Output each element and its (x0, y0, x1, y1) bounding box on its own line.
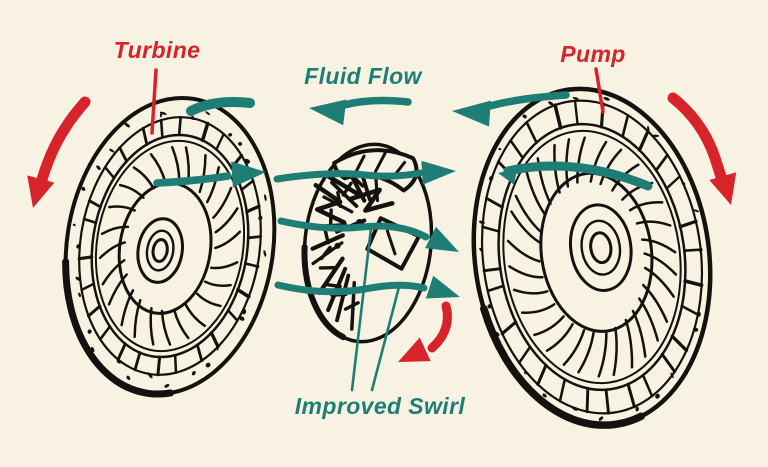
pump-label: Pump (560, 41, 626, 67)
flow-swoosh-onto-turbine (186, 97, 255, 116)
improved-swirl-label: Improved Swirl (295, 393, 466, 419)
turbine-rotation-arrow (27, 96, 91, 208)
turbine-label: Turbine (114, 37, 201, 63)
pump-rotation-arrow (667, 92, 737, 205)
turbine-pointer-line (150, 68, 158, 135)
pointer-lines (150, 67, 605, 392)
fluid-flow-arrow-from-pump (452, 91, 570, 127)
labels: Turbine Fluid Flow Pump Improved Swirl (114, 37, 626, 419)
turbine-exit-flow-arrow (153, 161, 266, 188)
turbine-wheel-illustration (62, 94, 278, 398)
swirl-rotation-arrow (398, 301, 452, 362)
pump-wheel-illustration (470, 85, 714, 429)
stator-flow-arrow-top (273, 160, 456, 185)
flow-swoosh-inside-pump (498, 161, 653, 191)
stator-flow-arrow-middle (277, 217, 459, 252)
pump-pointer-line (594, 67, 605, 114)
fluid-flow-label: Fluid Flow (304, 63, 423, 89)
stator-wheel-illustration (301, 141, 435, 345)
improved-swirl-pointer-line-2 (370, 285, 401, 392)
improved-swirl-pointer-line-1 (350, 226, 373, 392)
fluid-flow-arrow-left (309, 96, 412, 126)
flow-arrows (27, 91, 737, 362)
